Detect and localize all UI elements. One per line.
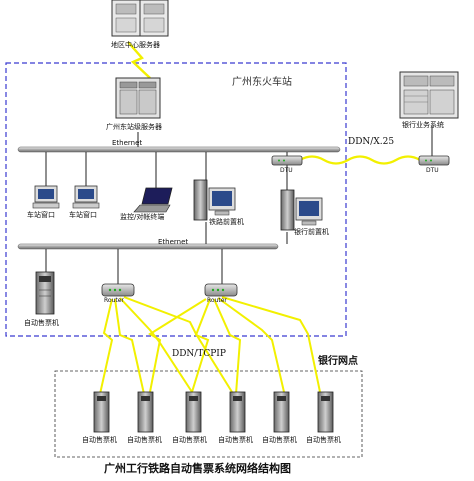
diagram-title: 广州工行铁路自动售票系统网络结构图 <box>104 462 291 475</box>
railway-frontend-icon <box>193 179 236 221</box>
bank-ticket-machine-icon <box>317 391 334 433</box>
bank-ticket-machine-icon <box>229 391 246 433</box>
router-left-icon <box>101 283 135 297</box>
station-server-icon <box>115 77 161 119</box>
lightning-regional <box>127 41 151 79</box>
dtu-right-label: DTU <box>426 167 439 174</box>
monitor-laptop-icon <box>133 187 173 213</box>
station-area-border <box>5 62 347 337</box>
bank-ticket-machine-label: 自动售票机 <box>262 436 297 444</box>
station-window-2-label: 车站窗口 <box>69 211 97 219</box>
station-window-1-icon <box>32 185 60 209</box>
router-right-icon <box>204 283 238 297</box>
lightning-wan-links <box>99 296 321 395</box>
bank-ticket-machines <box>93 391 334 433</box>
bank-business-server-icon <box>399 71 459 119</box>
bank-ticket-machine-icon <box>137 391 154 433</box>
ddn-x25-label: DDN/X.25 <box>348 137 395 147</box>
ddn-tcpip-label: DDN/TCPIP <box>172 349 226 359</box>
bank-area-label: 银行网点 <box>318 356 358 367</box>
ethernet-bus-1 <box>17 146 341 153</box>
bank-ticket-machine-icon <box>93 391 110 433</box>
station-area-label: 广州东火车站 <box>232 77 292 88</box>
dtu-right-icon <box>418 155 450 166</box>
ethernet-label-1: Ethernet <box>112 139 143 147</box>
bank-ticket-machine-label: 自动售票机 <box>82 436 117 444</box>
station-window-1-label: 车站窗口 <box>27 211 55 219</box>
station-server-label: 广州东站级服务器 <box>106 123 162 131</box>
router-left-label: Router <box>104 297 124 304</box>
regional-center-server-icon <box>111 0 169 37</box>
bank-ticket-machine-icon <box>185 391 202 433</box>
railway-frontend-label: 铁路前置机 <box>209 218 244 226</box>
bus1-drops <box>45 132 288 190</box>
bank-ticket-machine-label: 自动售票机 <box>218 436 253 444</box>
bank-frontend-label: 银行前置机 <box>294 228 329 236</box>
ethernet-bus-2 <box>17 243 279 250</box>
bank-ticket-machine-label: 自动售票机 <box>306 436 341 444</box>
bank-ticket-machine-icon <box>273 391 290 433</box>
bus2-drops <box>45 222 288 284</box>
station-ticket-machine-icon <box>35 271 55 315</box>
bank-frontend-icon <box>280 189 323 231</box>
wavy-link-ddn-x25 <box>299 155 421 165</box>
bank-business-system-label: 银行业务系统 <box>402 121 444 129</box>
station-ticket-machine-label: 自动售票机 <box>24 319 59 327</box>
station-window-2-icon <box>72 185 100 209</box>
monitor-terminal-label: 监控/对帐终端 <box>120 213 165 221</box>
bank-ticket-machine-label: 自动售票机 <box>172 436 207 444</box>
regional-center-server-label: 地区中心服务器 <box>111 41 160 49</box>
dtu-left-label: DTU <box>280 167 293 174</box>
bank-area-border <box>54 370 363 458</box>
bank-ticket-machine-label: 自动售票机 <box>127 436 162 444</box>
router-right-label: Router <box>207 297 227 304</box>
ethernet-label-2: Ethernet <box>158 238 189 246</box>
dtu-left-icon <box>271 155 303 166</box>
